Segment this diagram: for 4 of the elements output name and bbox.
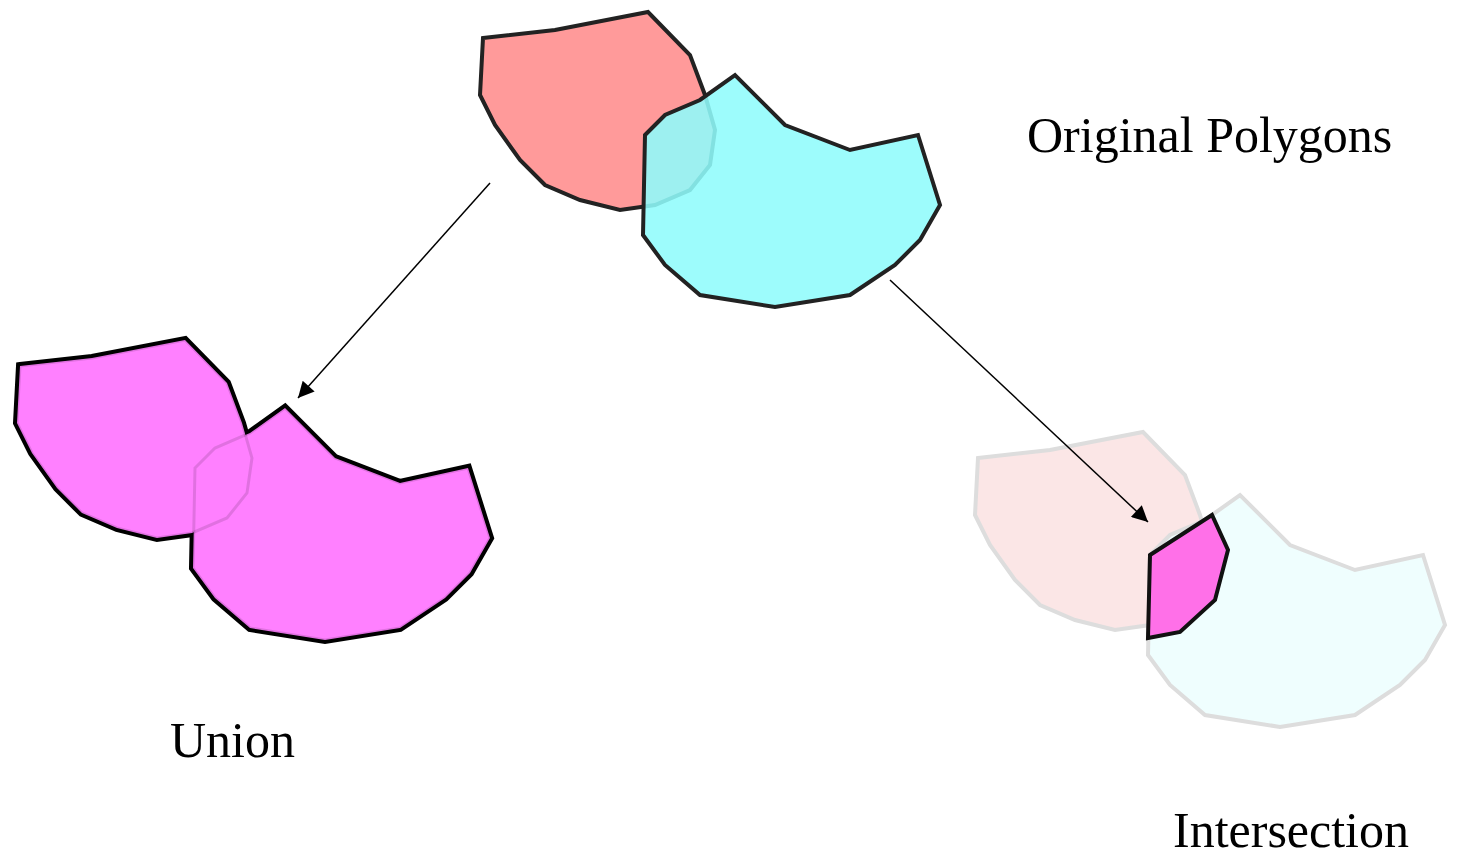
caption-label: Union: [170, 715, 295, 765]
arrow: [297, 182, 491, 399]
arrow: [889, 279, 1149, 523]
caption-label: Intersection: [1173, 805, 1409, 855]
